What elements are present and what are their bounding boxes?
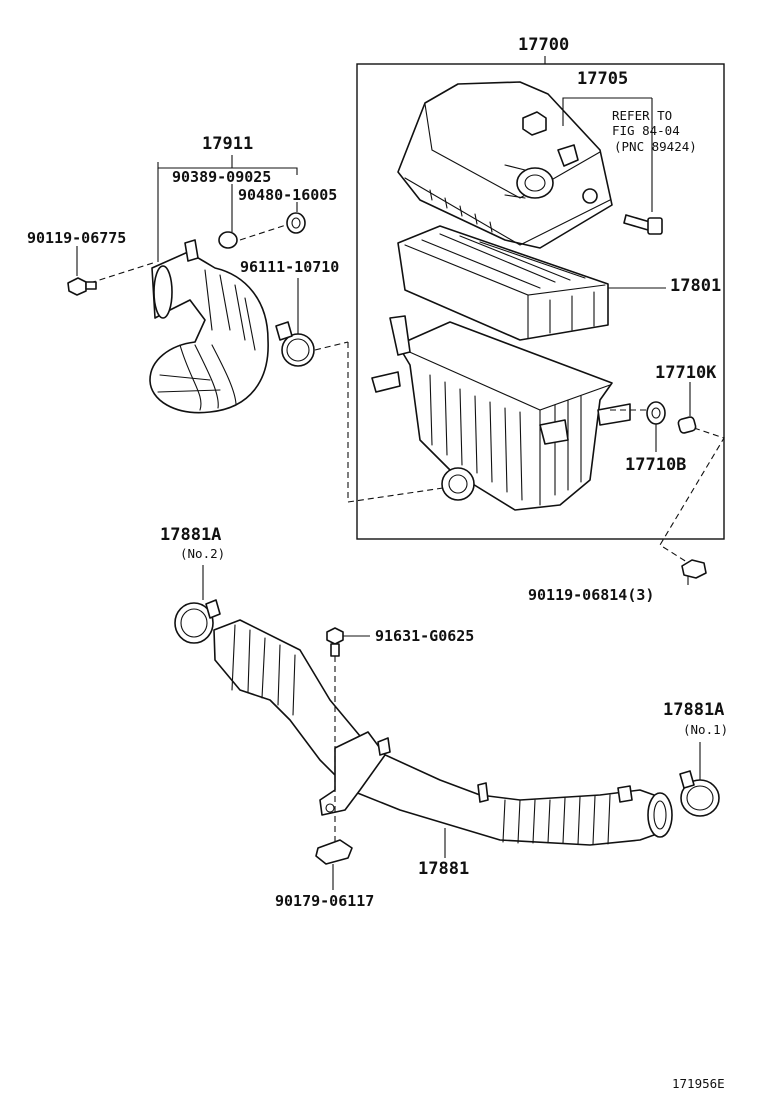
label-90119-06775: 90119-06775 <box>27 229 126 247</box>
air-cleaner-cap[interactable] <box>397 81 613 249</box>
label-refer-1: REFER TO <box>612 108 672 123</box>
label-91631-g0625: 91631-G0625 <box>375 627 474 645</box>
label-17705: 17705 <box>577 69 628 89</box>
bolt-90119-06814[interactable] <box>681 559 707 579</box>
cushion-17710k[interactable] <box>677 416 697 434</box>
grommet-17710b[interactable] <box>646 401 666 425</box>
bolt-90119-06775[interactable] <box>67 277 97 296</box>
label-no2: (No.2) <box>180 546 225 561</box>
air-temp-sensor[interactable] <box>623 214 663 235</box>
grommet-90480-16005[interactable] <box>286 212 306 234</box>
label-90119-06814: 90119-06814(3) <box>528 586 654 604</box>
dash-bolt-case <box>659 427 725 565</box>
label-17801: 17801 <box>670 276 721 296</box>
clamp-17881a-no1[interactable] <box>679 770 720 817</box>
air-intake-hose[interactable] <box>149 239 269 414</box>
label-17881a-no1: 17881A <box>663 700 724 720</box>
label-17911: 17911 <box>202 134 253 154</box>
label-90480-16005: 90480-16005 <box>238 186 337 204</box>
air-filter-element[interactable] <box>397 225 609 341</box>
label-refer-2: FIG 84-04 <box>612 123 680 138</box>
label-refer-3: (PNC 89424) <box>614 139 697 154</box>
assembly-frame <box>356 63 725 540</box>
label-17710k: 17710K <box>655 363 717 383</box>
plug-90389-09025[interactable] <box>218 231 238 249</box>
label-90389-09025: 90389-09025 <box>172 168 271 186</box>
dash-case-left <box>347 342 444 503</box>
label-17700: 17700 <box>518 35 569 55</box>
dash-plug-grommet <box>239 224 287 241</box>
clamp-96111-10710[interactable] <box>275 321 315 367</box>
dash-bolt-hose <box>89 261 157 284</box>
label-no1: (No.1) <box>683 722 728 737</box>
air-cleaner-case[interactable] <box>371 315 631 511</box>
label-90179-06117: 90179-06117 <box>275 892 374 910</box>
leader-17705 <box>562 97 652 126</box>
dash-clamp-case <box>314 341 349 351</box>
intake-pipe-17881[interactable] <box>213 619 673 846</box>
bracket-17911 <box>157 162 298 175</box>
clamp-17881a-no2[interactable] <box>174 599 221 644</box>
label-17881a-no2: 17881A <box>160 525 221 545</box>
nut-90179-06117[interactable] <box>315 839 353 865</box>
label-17710b: 17710B <box>625 455 686 475</box>
bolt-91631-g0625[interactable] <box>326 627 344 657</box>
drawing-id: 171956E <box>672 1076 725 1091</box>
label-17881: 17881 <box>418 859 469 879</box>
label-96111-10710: 96111-10710 <box>240 258 339 276</box>
